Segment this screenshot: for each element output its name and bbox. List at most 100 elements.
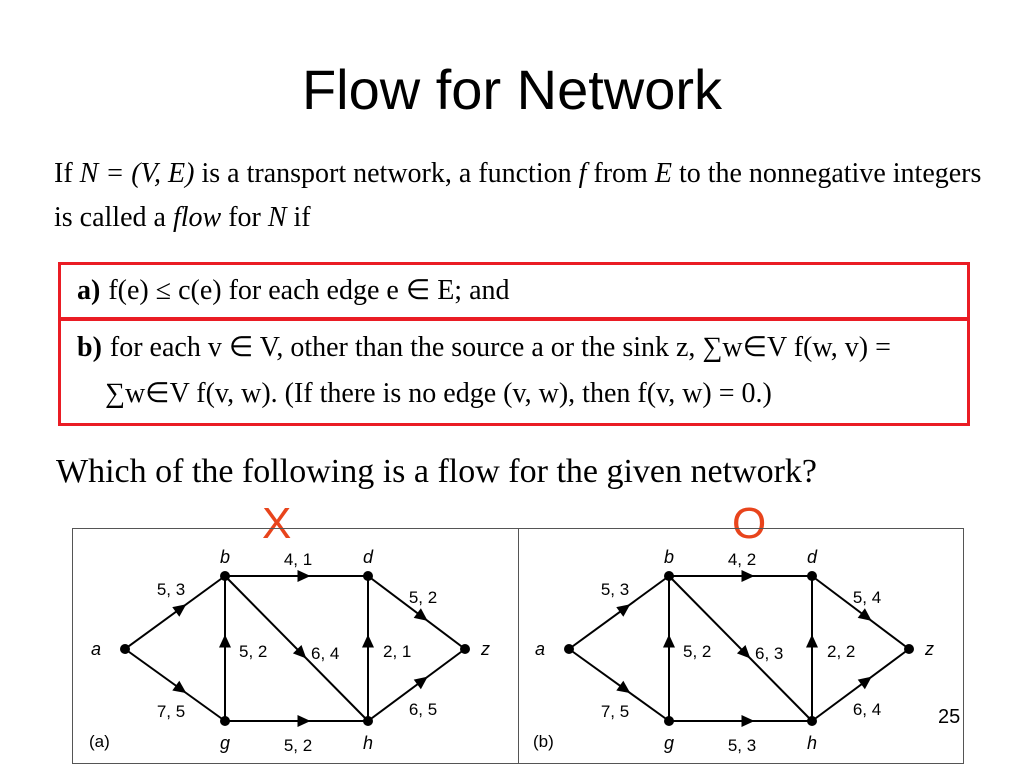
edge-label-hz: 6, 4 <box>853 700 881 719</box>
arrow-hz-icon <box>857 676 872 690</box>
condition-b-line1: for each v ∈ V, other than the source a … <box>109 332 891 363</box>
edge-ag <box>568 648 670 722</box>
edge-label-bh: 6, 3 <box>755 644 783 663</box>
intro-math: N <box>267 202 287 233</box>
definition-text: If N = (V, E) is a transport network, a … <box>54 152 984 240</box>
edge-label-dz: 5, 2 <box>409 588 437 607</box>
condition-b-label: b) <box>77 332 102 363</box>
edge-hz <box>367 648 466 722</box>
vertex-label-b: b <box>664 547 674 567</box>
edge-label-ab: 5, 3 <box>157 580 185 599</box>
edge-label-gb: 5, 2 <box>239 642 267 661</box>
arrow-ab-icon <box>172 604 187 617</box>
arrow-bh-icon <box>292 644 307 659</box>
vertex-b <box>220 571 230 581</box>
vertex-z <box>460 644 470 654</box>
intro-emphasis: flow <box>172 202 222 233</box>
panel-label: (b) <box>533 732 554 751</box>
edge-label-ag: 7, 5 <box>601 702 629 721</box>
arrow-hd-icon <box>362 634 374 648</box>
vertex-label-d: d <box>363 547 374 567</box>
intro-text: If <box>54 158 80 189</box>
vertex-label-a: a <box>535 639 545 659</box>
intro-text: for <box>221 202 268 233</box>
intro-math: f <box>578 158 587 189</box>
edge-label-hd: 2, 1 <box>383 642 411 661</box>
vertex-h <box>363 716 373 726</box>
vertex-label-g: g <box>664 733 674 753</box>
edge-label-hd: 2, 2 <box>827 642 855 661</box>
arrow-gb-icon <box>219 634 231 648</box>
vertex-label-z: z <box>480 639 490 659</box>
arrow-bd-icon <box>741 570 755 582</box>
arrow-ab-icon <box>616 604 631 617</box>
arrow-bd-icon <box>297 570 311 582</box>
vertex-d <box>363 571 373 581</box>
vertex-a <box>564 644 574 654</box>
edge-ab <box>568 575 670 650</box>
edge-label-bd: 4, 2 <box>728 550 756 569</box>
intro-math: E <box>654 158 672 189</box>
vertex-g <box>664 716 674 726</box>
intro-text: if <box>286 202 311 233</box>
edge-label-dz: 5, 4 <box>853 588 881 607</box>
edge-label-ag: 7, 5 <box>157 702 185 721</box>
question-text: Which of the following is a flow for the… <box>56 453 818 490</box>
panel-label: (a) <box>89 732 110 751</box>
arrow-hd-icon <box>806 634 818 648</box>
answer-mark-b: O <box>732 499 767 548</box>
intro-math: N = (V, E) <box>79 158 195 189</box>
condition-a-text: f(e) ≤ c(e) for each edge e ∈ E; and <box>108 275 510 306</box>
arrow-gb-icon <box>663 634 675 648</box>
edge-ab <box>124 575 226 650</box>
slide-title: Flow for Network <box>301 58 723 121</box>
network-figure: 5, 3 7, 5 4, 1 5, 2 6, 4 2, 1 5, 2 5, 2 6, 5 a b d g… <box>72 528 964 764</box>
vertex-label-h: h <box>807 733 817 753</box>
edge-label-gh: 5, 3 <box>728 736 756 755</box>
vertex-a <box>120 644 130 654</box>
condition-b-line2: ∑w∈V f(v, w). (If there is no edge (v, w… <box>105 378 772 409</box>
vertex-b <box>664 571 674 581</box>
network-diagrams: 5, 3 7, 5 4, 1 5, 2 6, 4 2, 1 5, 2 5, 2 6, 5 a b d g… <box>89 547 934 755</box>
edge-ag <box>124 648 226 722</box>
intro-text: to the nonnegative integers is called a <box>54 158 982 233</box>
panel-divider <box>518 529 519 763</box>
answer-mark-a: X <box>262 499 292 548</box>
edge-bh <box>224 575 369 722</box>
vertex-z <box>904 644 914 654</box>
vertex-label-a: a <box>91 639 101 659</box>
page-number: 25 <box>938 706 961 728</box>
edge-label-gh: 5, 2 <box>284 736 312 755</box>
arrow-ag-icon <box>172 680 187 694</box>
edge-label-gb: 5, 2 <box>683 642 711 661</box>
edge-bh <box>668 575 813 722</box>
arrow-hz-icon <box>413 676 428 690</box>
condition-b-box: b)for each v ∈ V, other than the source … <box>58 318 970 426</box>
edge-label-bd: 4, 1 <box>284 550 312 569</box>
condition-a-box: a)f(e) ≤ c(e) for each edge e ∈ E; and <box>58 262 970 320</box>
vertex-label-h: h <box>363 733 373 753</box>
edge-label-hz: 6, 5 <box>409 700 437 719</box>
intro-text: from <box>586 158 655 189</box>
vertex-label-b: b <box>220 547 230 567</box>
arrow-dz-icon <box>857 608 872 621</box>
vertex-label-d: d <box>807 547 818 567</box>
vertex-label-z: z <box>924 639 934 659</box>
arrow-ag-icon <box>616 680 631 694</box>
panel-b: 5, 3 7, 5 4, 2 5, 2 6, 3 2, 2 5, 3 5, 4 6, 4 a b d g… <box>533 547 934 755</box>
vertex-h <box>807 716 817 726</box>
arrow-dz-icon <box>413 608 428 621</box>
arrow-gh-icon <box>741 715 755 727</box>
arrow-bh-icon <box>736 644 751 659</box>
edge-hz <box>811 648 910 722</box>
condition-a-label: a) <box>77 275 101 306</box>
edge-label-bh: 6, 4 <box>311 644 339 663</box>
edge-label-ab: 5, 3 <box>601 580 629 599</box>
edge-dz <box>811 575 910 650</box>
vertex-g <box>220 716 230 726</box>
arrow-gh-icon <box>297 715 311 727</box>
edge-dz <box>367 575 466 650</box>
vertex-d <box>807 571 817 581</box>
